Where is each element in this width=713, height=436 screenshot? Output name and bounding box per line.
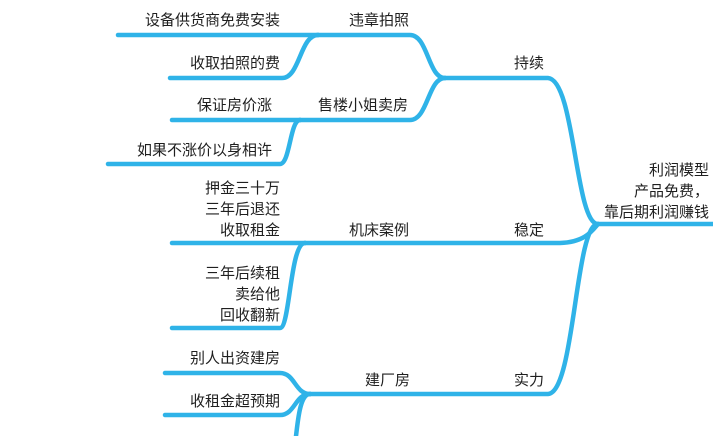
node-factory: 建厂房 xyxy=(365,371,411,389)
leaf-machine-2-line-2: 卖给他 xyxy=(234,285,280,303)
connector-photo-leaf-2 xyxy=(167,32,321,81)
branch-sustain: 持续 xyxy=(514,54,545,72)
connector-photo xyxy=(315,32,448,81)
connector-factory-leaf-3 xyxy=(293,391,313,436)
node-photo: 违章拍照 xyxy=(349,11,410,29)
root-node: 利润模型 产品免费， 靠后期利润赚钱 xyxy=(549,160,709,223)
leaf-machine-1: 押金三十万 三年后退还 收取租金 xyxy=(160,178,280,241)
leaf-machine-1-line-3: 收取租金 xyxy=(219,221,280,239)
connector-sales xyxy=(297,75,448,123)
leaf-sales-1: 保证房价涨 xyxy=(196,96,272,114)
leaf-factory-1: 别人出资建房 xyxy=(189,349,280,367)
leaf-sales-2: 如果不涨价以身相许 xyxy=(136,141,272,159)
branch-strength: 实力 xyxy=(514,371,545,389)
leaf-machine-1-line-1: 押金三十万 xyxy=(204,179,280,197)
leaf-machine-1-line-2: 三年后退还 xyxy=(204,200,280,218)
connector-sustain xyxy=(442,75,601,227)
connector-machine-leaf-2 xyxy=(169,240,308,331)
root-line-1: 利润模型 xyxy=(648,161,709,179)
root-line-2: 产品免费， xyxy=(633,182,709,200)
node-sales: 售楼小姐卖房 xyxy=(318,96,409,114)
leaf-photo-1: 设备供货商免费安装 xyxy=(144,11,280,29)
leaf-factory-2: 收租金超预期 xyxy=(189,392,280,410)
node-machine: 机床案例 xyxy=(349,221,410,239)
branch-stable: 稳定 xyxy=(514,221,545,239)
root-line-3: 靠后期利润赚钱 xyxy=(603,203,709,221)
connector-sales-leaf-2 xyxy=(105,117,303,167)
leaf-machine-2-line-1: 三年后续租 xyxy=(204,264,280,282)
leaf-machine-2: 三年后续租 卖给他 回收翻新 xyxy=(160,263,280,326)
leaf-photo-2: 收取拍照的费 xyxy=(189,54,280,72)
leaf-machine-2-line-3: 回收翻新 xyxy=(219,306,280,324)
connector-strength xyxy=(307,221,601,397)
